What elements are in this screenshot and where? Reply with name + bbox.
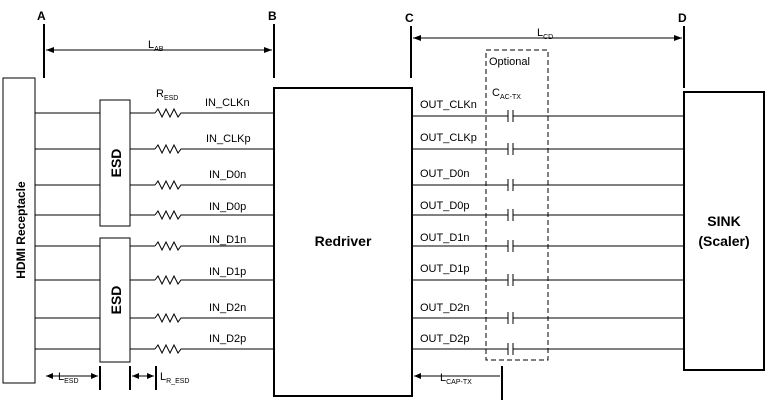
in-signal-label: IN_CLKp [206, 133, 251, 145]
out-signal-label: OUT_D2p [420, 333, 470, 345]
esd-block-1 [99, 99, 131, 227]
point-c-label: C [405, 11, 414, 25]
esd-block-2 [99, 237, 131, 363]
sink-block [683, 91, 765, 371]
lesd-dimension: LESD [46, 366, 101, 390]
in-signal-label: IN_D1n [209, 234, 246, 246]
out-signal-label: OUT_D2n [420, 302, 470, 314]
input-signal-wires [35, 112, 155, 350]
out-signal-label: OUT_CLKp [420, 132, 477, 144]
point-b-label: B [268, 9, 277, 23]
in-signal-label: IN_CLKn [205, 97, 250, 109]
output-signal-wires [412, 110, 684, 355]
resd-resistors [154, 107, 274, 355]
svg-text:LR_ESD: LR_ESD [160, 371, 189, 385]
out-signal-label: OUT_D1p [420, 263, 470, 275]
out-signal-label: OUT_CLKn [420, 99, 477, 111]
redriver-label: Redriver [315, 233, 372, 249]
cactx-label: CAC-TX [492, 87, 521, 101]
optional-label: Optional [489, 56, 530, 68]
svg-text:LESD: LESD [58, 371, 79, 385]
optional-cap-region [485, 49, 549, 361]
point-d-label: D [678, 11, 687, 25]
point-a-label: A [37, 9, 46, 23]
svg-text:LCAP-TX: LCAP-TX [440, 372, 472, 386]
lresd-dimension: LR_ESD [129, 366, 189, 390]
hdmi-receptacle-block [2, 77, 36, 384]
lab-dimension: LAB [46, 39, 272, 53]
out-signal-label: OUT_D0p [420, 200, 470, 212]
lcd-dimension: LCD [413, 27, 682, 41]
out-signal-label: OUT_D0n [420, 168, 470, 180]
svg-text:LCD: LCD [537, 27, 553, 41]
sink-label: SINK [707, 213, 740, 229]
in-signal-label: IN_D2p [209, 333, 246, 345]
in-signal-label: IN_D2n [209, 302, 246, 314]
redriver-block [273, 87, 413, 397]
in-signal-label: IN_D0p [209, 201, 246, 213]
sink-sublabel: (Scaler) [698, 233, 749, 249]
esd-block-1-label: ESD [108, 149, 124, 178]
out-signal-label: OUT_D1n [420, 232, 470, 244]
esd-block-2-label: ESD [108, 286, 124, 315]
resd-label: RESD [156, 88, 178, 102]
in-signal-label: IN_D0n [209, 169, 246, 181]
svg-text:LAB: LAB [148, 39, 164, 53]
lcaptx-dimension: LCAP-TX [414, 366, 503, 400]
in-signal-label: IN_D1p [209, 266, 246, 278]
hdmi-receptacle-label: HDMI Receptacle [14, 181, 28, 279]
